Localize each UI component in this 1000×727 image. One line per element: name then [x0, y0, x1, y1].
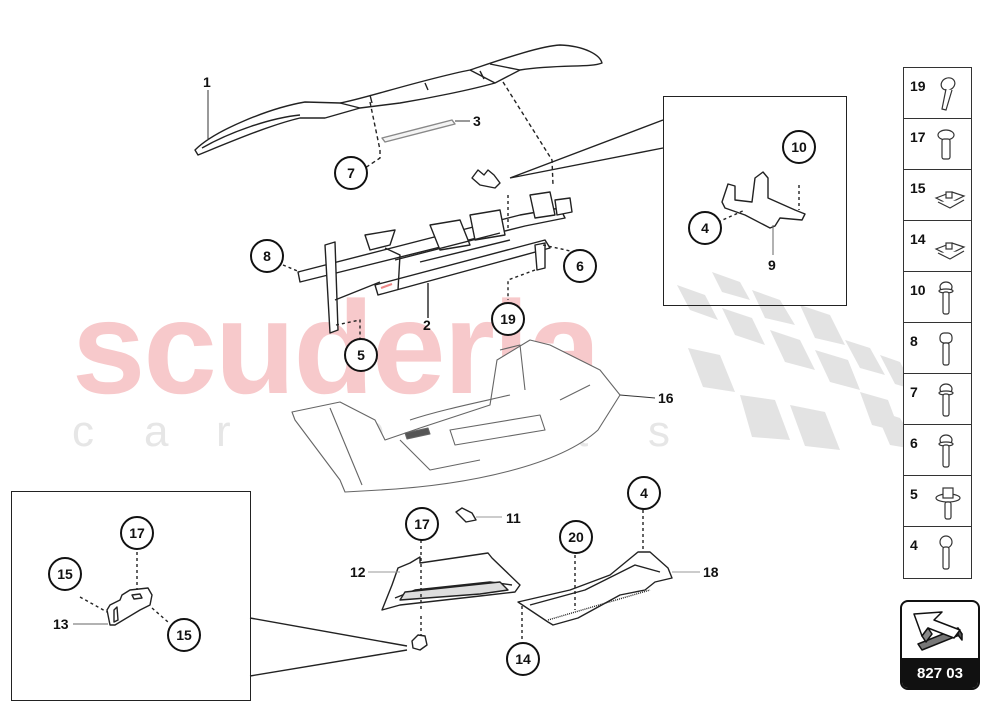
clip-part-13: [411, 634, 428, 651]
legend-number: 15: [910, 180, 926, 196]
callout-17[interactable]: 17: [405, 507, 439, 541]
trim-panel-18-part: [517, 551, 673, 626]
label-16[interactable]: 16: [658, 390, 674, 406]
label-13[interactable]: 13: [53, 616, 69, 632]
page-number: 827 03: [902, 658, 978, 688]
flange-bolt-icon: [938, 383, 954, 417]
bracket-part-13: [106, 587, 153, 626]
trim-panel-12-part: [381, 552, 521, 611]
watermark-letter: a: [144, 407, 169, 456]
rear-spoiler-part: [194, 44, 603, 156]
button-head-bolt-icon: [939, 535, 953, 570]
detail-inset-lower: [11, 491, 251, 701]
legend-number: 4: [910, 537, 918, 553]
arrow-up-left-icon: [913, 611, 963, 651]
callout-10[interactable]: 10: [782, 130, 816, 164]
button-head-bolt-icon: [937, 129, 955, 160]
label-12[interactable]: 12: [350, 564, 366, 580]
label-9[interactable]: 9: [768, 257, 776, 273]
legend-number: 5: [910, 486, 918, 502]
legend-number: 14: [910, 231, 926, 247]
watermark-letter: c: [72, 407, 94, 456]
spring-clip-nut-icon: [934, 242, 966, 260]
legend-item-10[interactable]: 10: [904, 272, 971, 323]
legend-item-4[interactable]: 4: [904, 527, 971, 578]
label-2[interactable]: 2: [423, 317, 431, 333]
undertray-part: [291, 339, 621, 493]
legend-number: 7: [910, 384, 918, 400]
legend-item-8[interactable]: 8: [904, 323, 971, 374]
callout-6[interactable]: 6: [563, 249, 597, 283]
callout-4[interactable]: 4: [627, 476, 661, 510]
label-1[interactable]: 1: [203, 74, 211, 90]
legend-item-5[interactable]: 5: [904, 476, 971, 527]
callout-5[interactable]: 5: [344, 338, 378, 372]
label-11[interactable]: 11: [506, 510, 521, 526]
socket-cap-bolt-icon: [939, 332, 953, 366]
legend-item-6[interactable]: 6: [904, 425, 971, 476]
hex-flange-bolt-icon: [935, 487, 961, 520]
bracket-part: [471, 169, 501, 189]
clip-part-11: [455, 507, 477, 523]
label-18[interactable]: 18: [703, 564, 719, 580]
pan-head-screw-icon: [940, 77, 956, 111]
callout-19[interactable]: 19: [491, 302, 525, 336]
cross-member-part: [297, 191, 573, 334]
legend-number: 10: [910, 282, 926, 298]
callout-15-inset-left[interactable]: 15: [48, 557, 82, 591]
callout-8[interactable]: 8: [250, 239, 284, 273]
legend-number: 8: [910, 333, 918, 349]
legend-number: 19: [910, 78, 926, 94]
flange-bolt-icon: [938, 434, 954, 468]
legend-item-17[interactable]: 17: [904, 119, 971, 170]
callout-20[interactable]: 20: [559, 520, 593, 554]
legend-number: 6: [910, 435, 918, 451]
callout-14[interactable]: 14: [506, 642, 540, 676]
legend-item-7[interactable]: 7: [904, 374, 971, 425]
bracket-part-9: [721, 171, 806, 229]
callout-7[interactable]: 7: [334, 156, 368, 190]
detail-inset-upper: [663, 96, 847, 306]
flange-bolt-icon: [938, 281, 954, 315]
callout-4-inset[interactable]: 4: [688, 211, 722, 245]
label-3[interactable]: 3: [473, 113, 481, 129]
legend-item-15[interactable]: 15: [904, 170, 971, 221]
legend-item-19[interactable]: 19: [904, 68, 971, 119]
legend-number: 17: [910, 129, 926, 145]
page-reference-badge[interactable]: 827 03: [900, 600, 980, 690]
legend-item-14[interactable]: 14: [904, 221, 971, 272]
spring-clip-nut-icon: [934, 191, 966, 209]
callout-15-inset-right[interactable]: 15: [167, 618, 201, 652]
watermark-letter: r: [216, 407, 231, 456]
fastener-legend: 19 17 15 14 10 8 7 6 5 4: [903, 67, 972, 579]
watermark-letter: s: [648, 407, 670, 456]
callout-17-inset[interactable]: 17: [120, 516, 154, 550]
light-strip-part: [381, 119, 456, 143]
